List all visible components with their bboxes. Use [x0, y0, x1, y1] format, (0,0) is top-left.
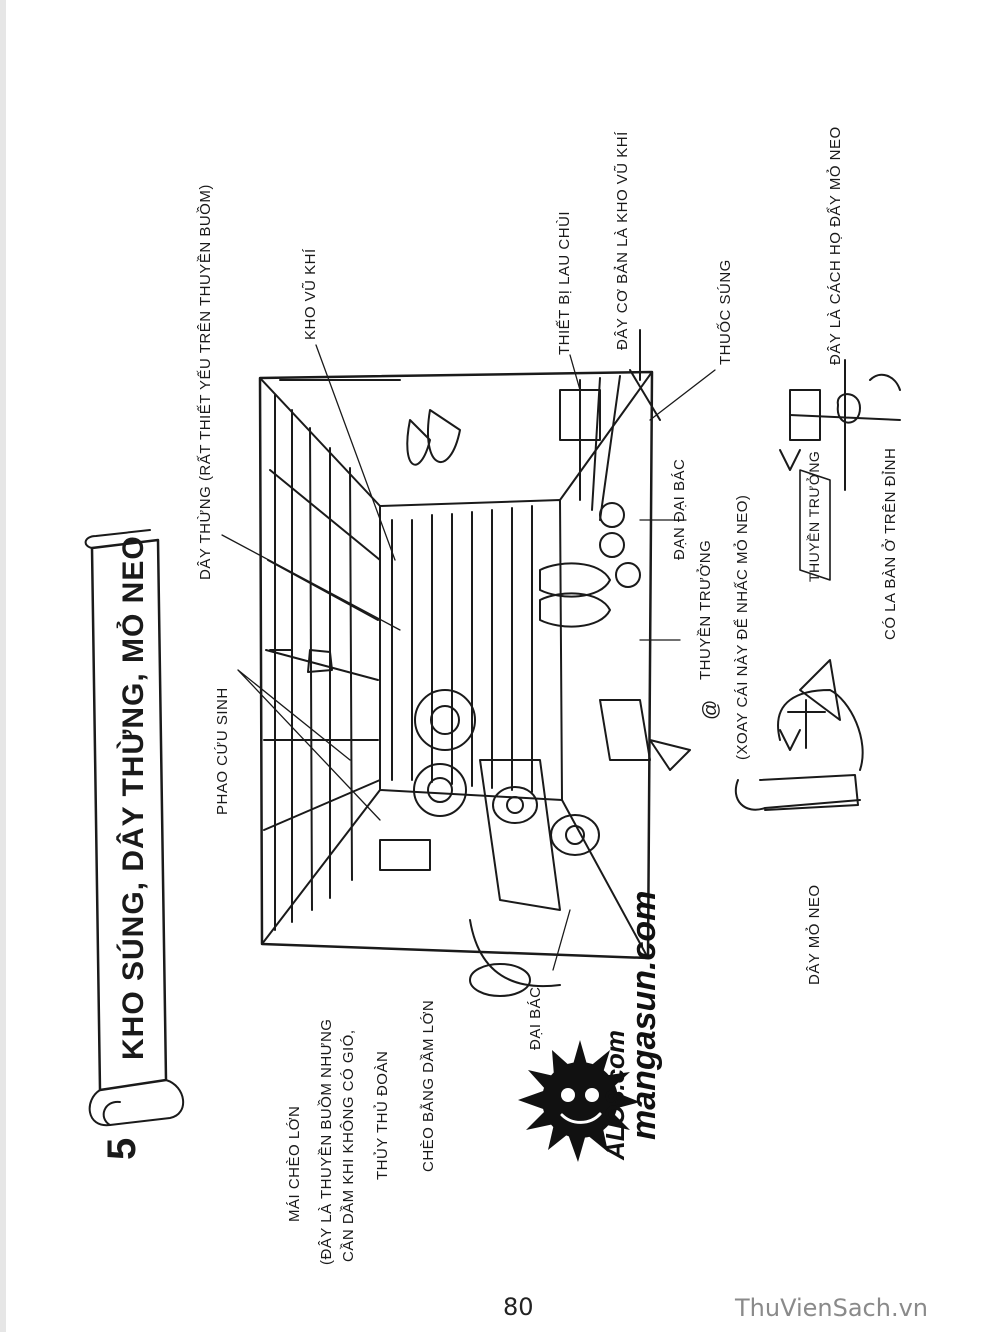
- label-captain: THUYỀN TRƯỞNG: [697, 539, 714, 680]
- page-number: 80: [503, 1293, 534, 1321]
- logo-sun: [518, 1040, 640, 1162]
- label-captain-box: THUYỀN TRƯỞNG: [806, 450, 822, 582]
- label-armory-basic: ĐÂY CƠ BẢN LÀ KHO VŨ KHÍ: [614, 131, 631, 350]
- room-box: [258, 370, 654, 960]
- label-life-buoy: PHAO CỨU SINH: [214, 687, 231, 815]
- room-details: [269, 329, 661, 997]
- label-oars-line3: CẦN DẦM KHI KHÔNG CÓ GIÓ,: [340, 1029, 357, 1262]
- label-compass: CÓ LA BÀN Ở TRÊN ĐỈNH: [882, 447, 899, 640]
- label-captain-note: (XOAY CÁI NÀY ĐỂ NHẤC MỎ NEO): [734, 494, 751, 760]
- label-oars-line4: THỦY THỦ ĐOÀN: [374, 1050, 391, 1180]
- anchor-winch-sketch: [649, 359, 901, 811]
- label-at-mark: @: [700, 699, 722, 720]
- logo-line-2: mangasun.com: [625, 890, 663, 1140]
- chapter-number: 5: [100, 1136, 144, 1160]
- label-oars-line2: (ĐÂY LÀ THUYỀN BUỒM NHƯNG: [318, 1018, 335, 1265]
- label-cannonball: ĐẠN ĐẠI BÁC: [671, 458, 688, 560]
- label-oars: MÁI CHÈO LỚN: [286, 1105, 303, 1222]
- page-title: KHO SÚNG, DÂY THỪNG, MỎ NEO: [117, 535, 150, 1060]
- label-rope: DÂY THỪNG (RẤT THIẾT YẾU TRÊN THUYỀN BUỒ…: [197, 184, 214, 580]
- label-cleaning: THIẾT BỊ LAU CHÙI: [556, 210, 573, 355]
- watermark: ThuVienSach.vn: [735, 1294, 929, 1322]
- label-armory: KHO VŨ KHÍ: [302, 248, 319, 340]
- scan-edge: [0, 0, 6, 1332]
- label-how-lift: ĐÂY LÀ CÁCH HỌ ĐẨY MỎ NEO: [827, 126, 844, 365]
- title-scroll: [84, 529, 185, 1127]
- label-cannon: ĐẠI BÁC: [527, 986, 544, 1050]
- label-gunpowder: THUỐC SÚNG: [717, 259, 734, 365]
- leader-lines: [221, 344, 716, 971]
- label-anchor-rope: DÂY MỎ NEO: [806, 884, 823, 985]
- label-oars-line5: CHÈO BẰNG DẦM LỚN: [420, 999, 437, 1172]
